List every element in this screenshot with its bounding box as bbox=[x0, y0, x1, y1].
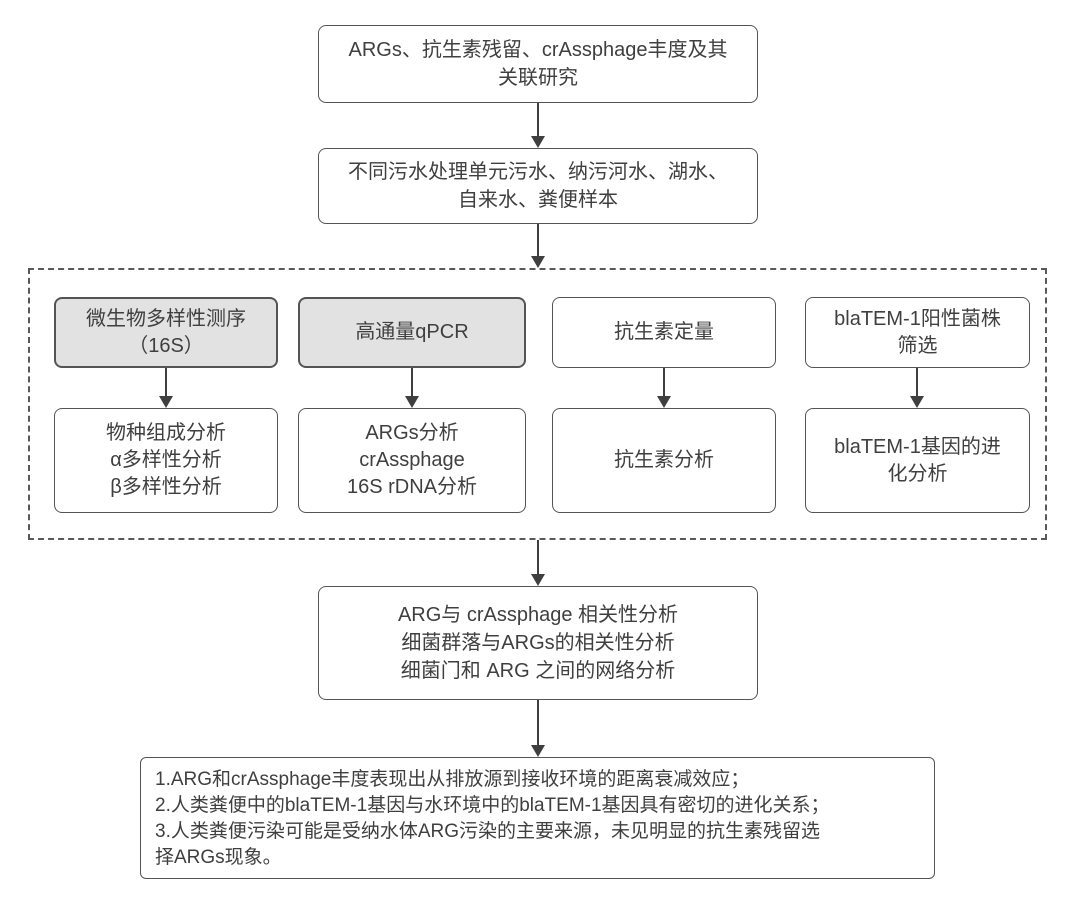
method-box-16s-sequencing: 微生物多样性测序 （16S） bbox=[54, 297, 278, 368]
analysis-box-diversity: 物种组成分析 α多样性分析 β多样性分析 bbox=[54, 408, 278, 513]
flow-arrow-title-to-samples bbox=[531, 103, 545, 148]
method-box-qpcr: 高通量qPCR bbox=[298, 297, 526, 368]
methods-dashed-region bbox=[28, 268, 1047, 540]
analysis-box-args-crassphage: ARGs分析 crAssphage 16S rDNA分析 bbox=[298, 408, 526, 513]
correlation-analysis-box: ARG与 crAssphage 相关性分析 细菌群落与ARGs的相关性分析 细菌… bbox=[318, 586, 758, 700]
flow-arrow-method2 bbox=[405, 368, 419, 408]
flow-arrow-method1 bbox=[159, 368, 173, 408]
flow-arrow-samples-to-methods bbox=[531, 224, 545, 268]
conclusions-box: 1.ARG和crAssphage丰度表现出从排放源到接收环境的距离衰减效应； 2… bbox=[140, 757, 935, 879]
flow-arrow-method4 bbox=[910, 368, 924, 408]
flow-arrow-method3 bbox=[657, 368, 671, 408]
analysis-box-blatem1-evolution: blaTEM-1基因的进 化分析 bbox=[805, 408, 1030, 513]
flow-arrow-region-to-correlation bbox=[531, 540, 545, 586]
method-box-antibiotic-quantification: 抗生素定量 bbox=[552, 297, 776, 368]
analysis-box-antibiotic: 抗生素分析 bbox=[552, 408, 776, 513]
method-box-blatem1-screening: blaTEM-1阳性菌株 筛选 bbox=[805, 297, 1030, 368]
samples-box: 不同污水处理单元污水、纳污河水、湖水、 自来水、粪便样本 bbox=[318, 148, 758, 224]
research-topic-box: ARGs、抗生素残留、crAssphage丰度及其 关联研究 bbox=[318, 25, 758, 103]
flow-arrow-correlation-to-conclusion bbox=[531, 700, 545, 757]
